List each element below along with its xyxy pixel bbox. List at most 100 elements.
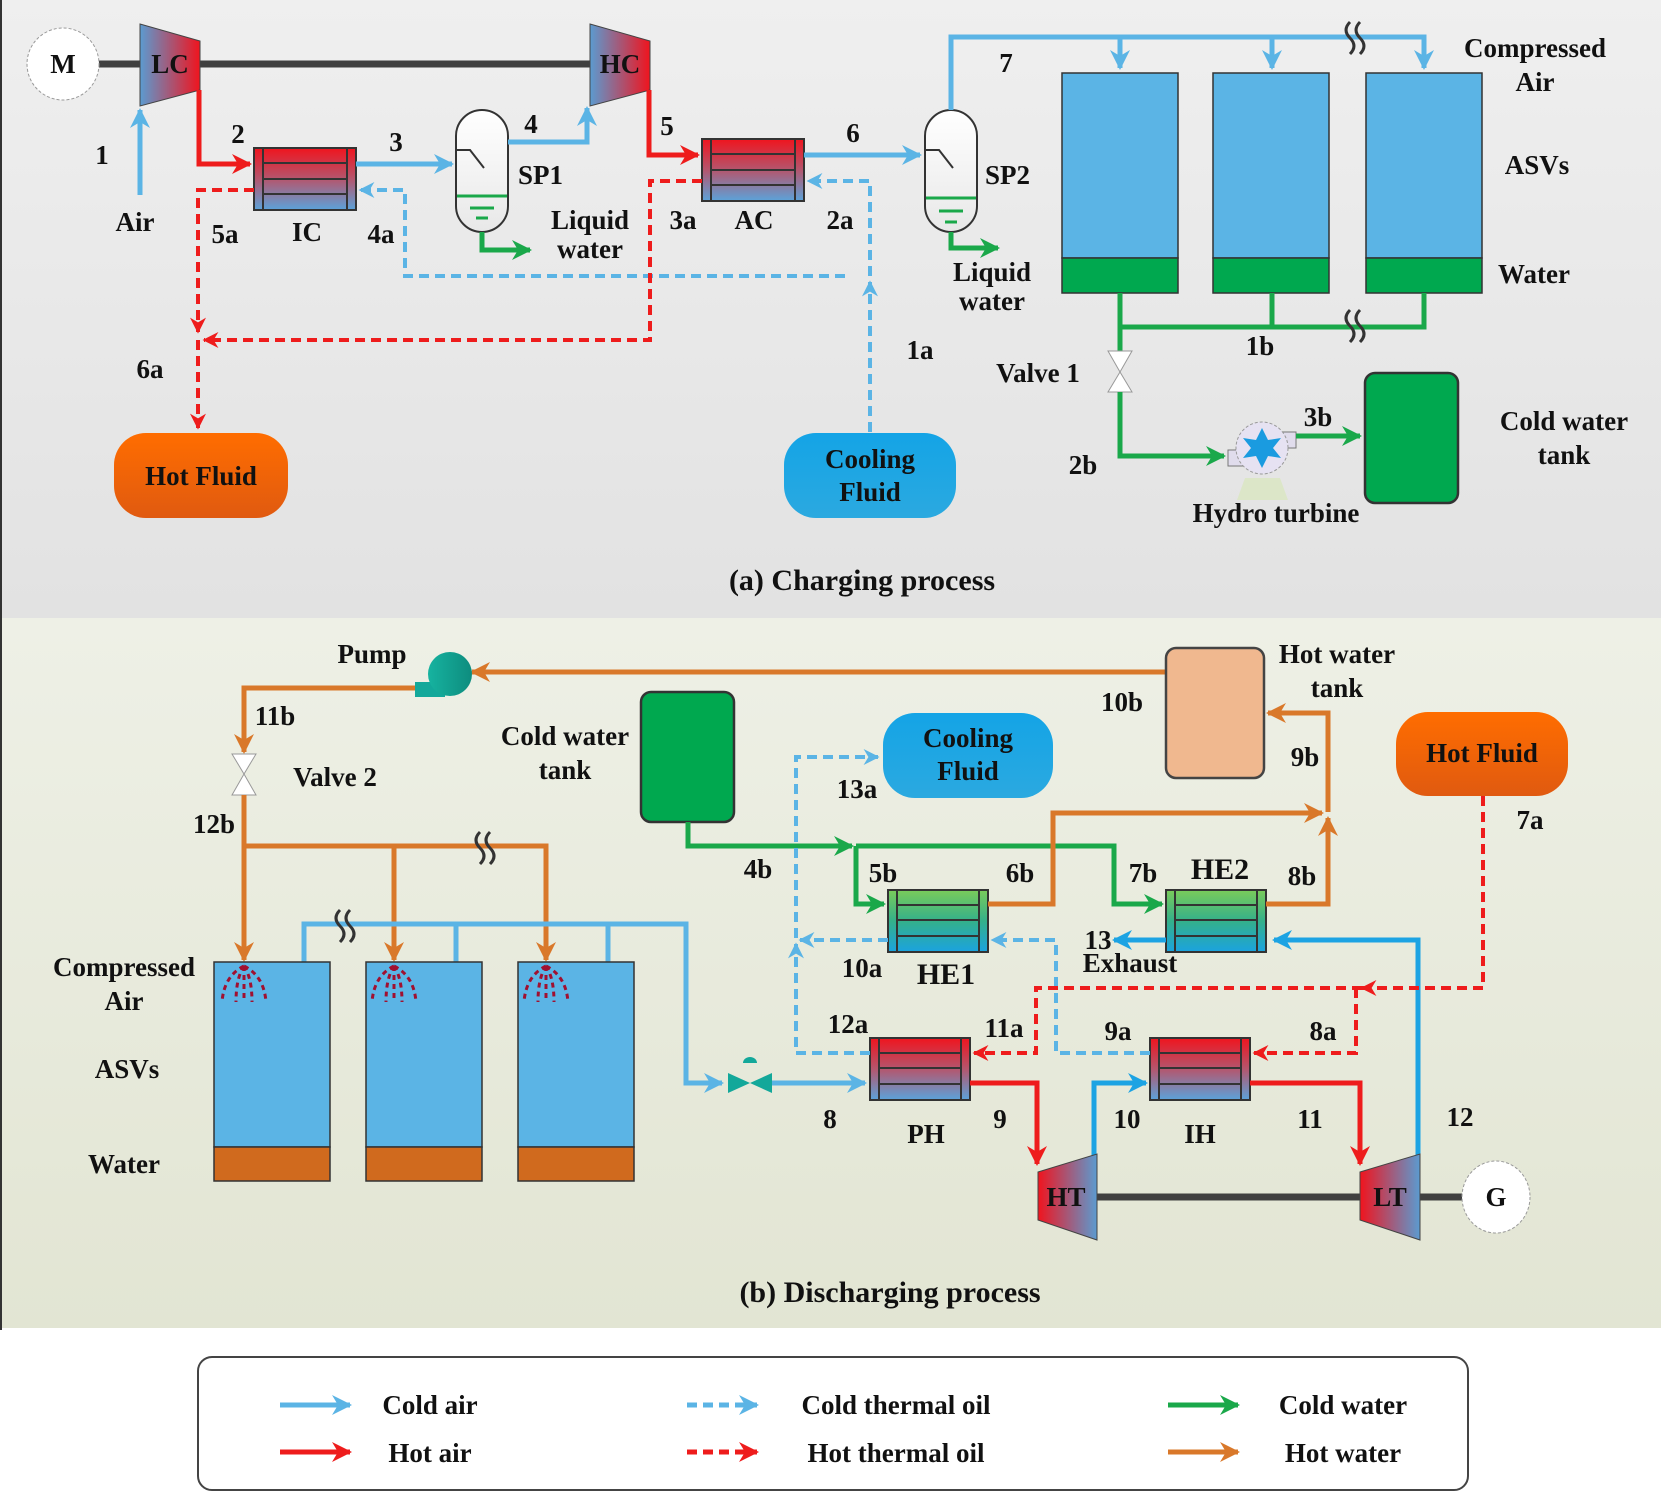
charging-caption: (a) Charging process [729, 564, 995, 597]
motor: M [26, 27, 100, 101]
valve-1-label: Valve 1 [996, 358, 1080, 388]
flow-5a-hot-oil [190, 188, 254, 334]
state-13: 13 [1085, 925, 1112, 955]
state-12: 12 [1447, 1102, 1474, 1132]
flow-12a-cold-oil [788, 942, 870, 1055]
state-7: 7 [999, 48, 1013, 78]
flow-5-hot-air [646, 90, 700, 165]
legend-item-hot-water: Hot water [1168, 1438, 1401, 1468]
asv-tank-b1 [213, 961, 331, 1182]
state-12a: 12a [828, 1009, 869, 1039]
flow-8b-hot-water [1266, 816, 1338, 907]
flow-7b-cold-water [856, 843, 1164, 914]
he1-label: HE1 [917, 958, 975, 991]
pipe-break-icon [334, 908, 356, 944]
state-6b: 6b [1006, 858, 1035, 888]
legend-label-cold-water: Cold water [1279, 1390, 1407, 1420]
separator-sp1 [455, 109, 509, 233]
state-8a: 8a [1310, 1016, 1338, 1046]
motor-label: M [50, 49, 75, 79]
state-10: 10 [1114, 1104, 1141, 1134]
cooling-fluid-tank-a [784, 433, 956, 518]
cold-water-tank-a [1363, 371, 1460, 505]
asv-tank-b3 [517, 961, 635, 1182]
sp2-label: SP2 [985, 160, 1030, 190]
hot-fluid-tank-b [1396, 712, 1568, 796]
state-2b: 2b [1069, 450, 1098, 480]
throttle-valve-icon [728, 1057, 772, 1093]
cooling-fluid-b-line2: Fluid [937, 756, 999, 786]
discharging-caption: (b) Discharging process [739, 1276, 1040, 1309]
state-1b: 1b [1246, 331, 1275, 361]
asvs-b-label: ASVs [95, 1054, 160, 1084]
state-4: 4 [524, 109, 538, 139]
legend-item-cold-thermal-oil: Cold thermal oil [687, 1390, 991, 1420]
pipe-break-icon [1344, 308, 1366, 344]
state-5b: 5b [869, 858, 898, 888]
flow-11b-hot-water [234, 685, 415, 754]
cold-water-tank-a-line2: tank [1538, 440, 1591, 470]
water-a-label: Water [1498, 259, 1570, 289]
legend-label-cold-thermal-oil: Cold thermal oil [802, 1390, 991, 1420]
hydro-turbine-label: Hydro turbine [1193, 498, 1360, 528]
legend-label-hot-thermal-oil: Hot thermal oil [808, 1438, 985, 1468]
ht-label: HT [1046, 1182, 1085, 1212]
liquid-water-1-line1: Liquid [551, 205, 629, 235]
flow-1b-cold-water [1117, 293, 1427, 330]
state-3: 3 [389, 127, 403, 157]
flow-2-hot-air [196, 90, 252, 174]
lc-label: LC [151, 49, 189, 79]
interheater-ih [1149, 1037, 1251, 1101]
flow-4-cold-air [508, 106, 597, 145]
liquid-water-1-line2: water [557, 234, 623, 264]
hc-label: HC [600, 49, 641, 79]
low-pressure-turbine: LT [1359, 1153, 1421, 1241]
legend-item-cold-air: Cold air [280, 1390, 478, 1420]
air-inlet-label: Air [116, 207, 155, 237]
heat-exchanger-he1 [887, 889, 989, 953]
flow-8a-hot-oil [1252, 988, 1358, 1061]
flow-5b-cold-water [853, 846, 886, 914]
flow-9b-hot-water [1266, 703, 1331, 812]
ic-label: IC [292, 217, 322, 247]
state-5: 5 [660, 111, 674, 141]
state-4a: 4a [368, 219, 396, 249]
hot-water-tank-line2: tank [1311, 673, 1364, 703]
lt-label: LT [1373, 1182, 1407, 1212]
heat-exchanger-he2 [1165, 889, 1267, 953]
compressed-air-b-line2: Air [105, 986, 144, 1016]
cold-water-tank-a-line1: Cold water [1500, 406, 1628, 436]
asv-tank-a1 [1061, 72, 1179, 294]
cooling-fluid-tank-b [883, 713, 1053, 798]
asv-tank-a2 [1212, 72, 1330, 294]
flow-13a-cold-oil [794, 749, 880, 938]
state-9b: 9b [1291, 742, 1320, 772]
liquid-water-2-line1: Liquid [953, 257, 1031, 287]
sp1-label: SP1 [518, 160, 563, 190]
he2-label: HE2 [1191, 853, 1249, 886]
state-3b: 3b [1304, 402, 1333, 432]
state-3a: 3a [670, 205, 698, 235]
compressed-air-a-line2: Air [1516, 67, 1555, 97]
state-8b: 8b [1288, 861, 1317, 891]
state-7b: 7b [1129, 858, 1158, 888]
aftercooler-ac [701, 138, 805, 202]
asvs-a-label: ASVs [1505, 150, 1570, 180]
flow-sp2-liquid-water [948, 232, 1000, 258]
cold-water-tank-b [639, 690, 736, 824]
flow-10-cold-air [1091, 1073, 1148, 1158]
ph-label: PH [907, 1119, 945, 1149]
pipe-break-icon [474, 830, 496, 866]
state-2: 2 [231, 119, 245, 149]
generator: G [1461, 1160, 1531, 1234]
flow-7a-hot-oil [1360, 796, 1485, 996]
hot-fluid-a-label: Hot Fluid [145, 461, 257, 491]
cooling-fluid-b-line1: Cooling [923, 723, 1014, 753]
cold-water-tank-b-line2: tank [539, 755, 592, 785]
hydro-turbine-icon [1227, 421, 1297, 500]
legend-label-hot-air: Hot air [388, 1438, 471, 1468]
hot-water-tank-line1: Hot water [1279, 639, 1395, 669]
intercooler-ic [253, 147, 357, 211]
hot-water-tank [1164, 646, 1266, 780]
